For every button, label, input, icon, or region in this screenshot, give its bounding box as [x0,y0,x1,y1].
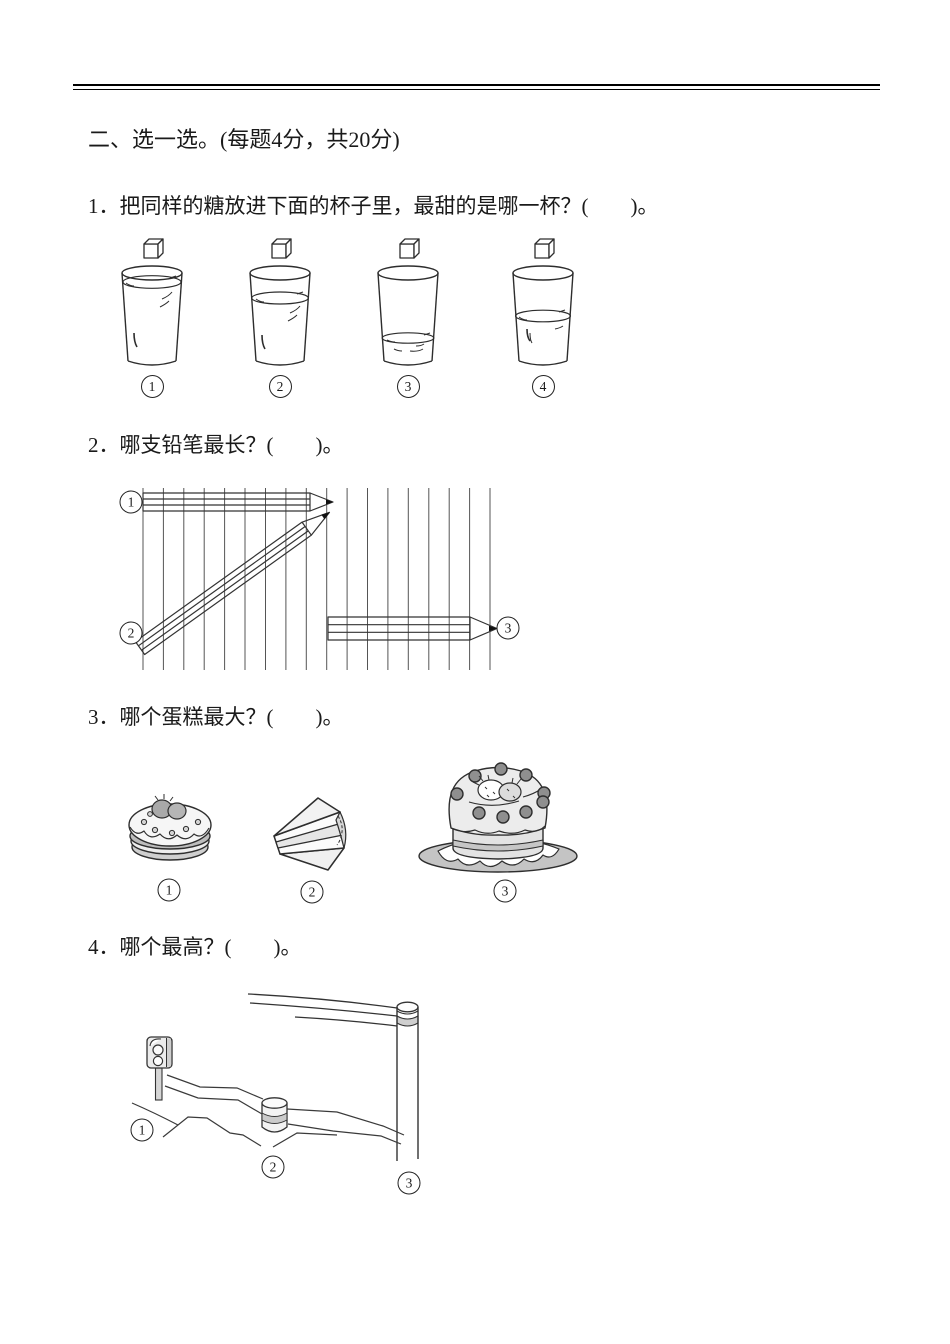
cup-1-drawing [121,238,183,366]
glass-icon [512,265,574,366]
sugar-cube-icon [399,238,420,259]
power-wires [247,993,398,1027]
pencil-label-1: 1 [119,490,143,514]
scene-label-1: 1 [130,1118,154,1142]
figure-pencils: 1 2 3 [115,485,535,685]
option-label-3: 3 [396,375,420,398]
cup-option-2: 2 [240,237,320,398]
sugar-cube-icon [271,238,292,259]
pencil-3-icon [327,616,498,641]
glass-icon [249,265,311,366]
cake-label-1: 1 [157,878,181,902]
height-scene-drawing [131,993,419,1161]
fence-lines [142,488,491,670]
cake-label-2: 2 [300,880,324,904]
cup-option-3: 3 [368,237,448,398]
pencil-label-3: 3 [496,616,520,640]
cup-option-1: 1 [112,237,192,398]
question-2-text: 2．哪支铅笔最长？( )。 [88,433,344,457]
cup-2-drawing [249,238,311,366]
pole-icon [396,1001,419,1161]
cake-label-3: 3 [493,879,517,903]
figure-cakes: 1 2 3 [108,752,608,904]
cup-option-4: 4 [503,237,583,398]
ground-lines [131,1074,405,1148]
traffic-light-icon [146,1036,173,1101]
option-label-4: 4 [531,375,555,398]
pencil-label-2: 2 [119,621,143,645]
pencil-1-icon [142,492,334,512]
sugar-cube-icon [534,238,555,259]
glass-icon [377,265,439,366]
cake-3-icon [418,762,578,873]
pencil-2-icon [134,511,331,656]
scene-label-2: 2 [261,1155,285,1179]
cup-3-drawing [377,238,439,366]
glass-icon [121,265,183,366]
cup-4-drawing [512,238,574,366]
option-label-1: 1 [140,375,164,398]
pencils-drawing [134,488,498,670]
question-4-text: 4．哪个最高？( )。 [88,935,302,959]
figure-height-scene: 1 2 3 [120,985,470,1210]
option-label-2: 2 [268,375,292,398]
scene-label-3: 3 [397,1171,421,1195]
cake-1-icon [128,794,212,861]
sugar-cube-icon [143,238,164,259]
cake-2-icon [273,797,347,871]
figure-cups: 1 [100,237,640,402]
question-3-text: 3．哪个蛋糕最大？( )。 [88,705,344,729]
top-double-rule [73,84,880,90]
question-1-text: 1．把同样的糖放进下面的杯子里，最甜的是哪一杯？( )。 [88,194,659,218]
drum-icon [261,1097,288,1133]
section-title: 二、选一选。(每题4分，共20分) [88,127,400,152]
